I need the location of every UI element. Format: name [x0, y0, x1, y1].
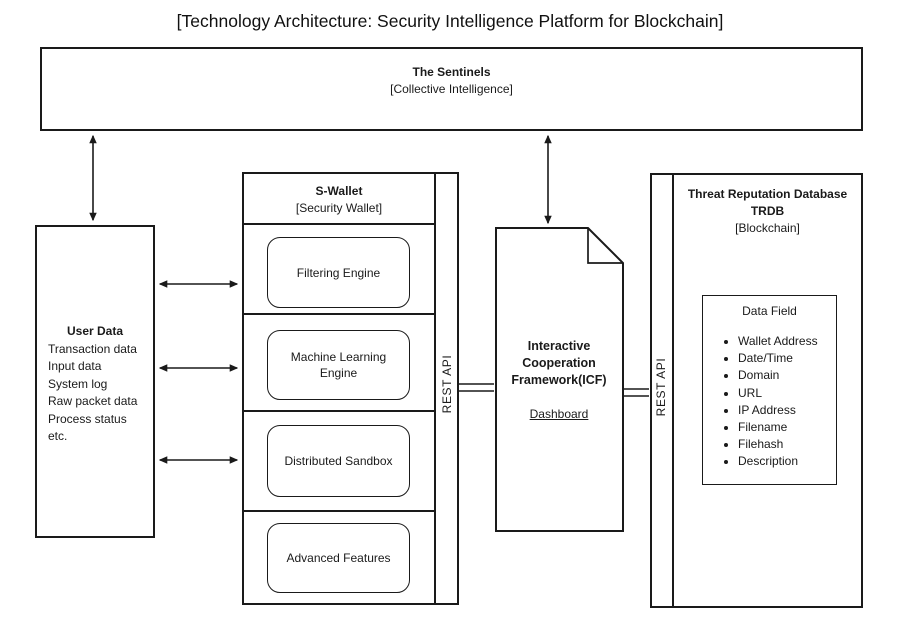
- data-field-item: Date/Time: [738, 350, 836, 367]
- diagram-title: [Technology Architecture: Security Intel…: [176, 11, 724, 31]
- sentinels-title: The Sentinels: [412, 65, 491, 79]
- icf-title-line: Framework(ICF): [511, 373, 607, 387]
- user-data-item: Input data: [48, 359, 102, 373]
- user-data-item: Process status: [48, 411, 127, 426]
- data-field-item: Domain: [738, 367, 836, 384]
- s-wallet-rest-api-label: REST API: [440, 354, 454, 414]
- s-wallet-header: S-Wallet [Security Wallet]: [244, 174, 434, 225]
- component-filtering-engine: Filtering Engine: [267, 237, 410, 308]
- data-field-item: URL: [738, 385, 836, 402]
- component-distributed-sandbox: Distributed Sandbox: [267, 425, 410, 497]
- dashboard-link[interactable]: Dashboard: [529, 407, 589, 421]
- trdb-box: REST API Threat Reputation Database TRDB…: [650, 173, 863, 608]
- connector-swallet-icf: [459, 383, 494, 392]
- trdb-header: Threat Reputation Database TRDB [Blockch…: [674, 175, 861, 606]
- s-wallet-main: S-Wallet [Security Wallet] Filtering Eng…: [244, 174, 436, 603]
- s-wallet-subtitle: [Security Wallet]: [295, 201, 383, 215]
- component-machine-learning-engine: Machine Learning Engine: [267, 330, 410, 400]
- trdb-subtitle: [Blockchain]: [735, 221, 800, 235]
- s-wallet-box: S-Wallet [Security Wallet] Filtering Eng…: [242, 172, 459, 605]
- trdb-rest-api-label: REST API: [654, 357, 668, 417]
- icf-title-line: Interactive: [527, 339, 591, 353]
- connector-icf-trdb: [624, 388, 649, 397]
- user-data-item: Raw packet data: [48, 394, 138, 408]
- icf-title-line: Cooperation: [522, 356, 596, 370]
- user-data-title: User Data: [66, 324, 124, 338]
- icf-box: Interactive Cooperation Framework(ICF) D…: [495, 228, 623, 423]
- data-field-item: Filename: [738, 419, 836, 436]
- user-data-item: Transaction data: [48, 341, 137, 356]
- s-wallet-section: Advanced Features: [244, 512, 434, 603]
- icf-document-shape: [495, 227, 624, 532]
- s-wallet-title: S-Wallet: [315, 184, 363, 198]
- data-field-box: Data Field Wallet Address Date/Time Doma…: [702, 295, 837, 485]
- trdb-title: Threat Reputation Database: [687, 187, 848, 201]
- data-field-item: Filehash: [738, 436, 836, 453]
- sentinels-subtitle: [Collective Intelligence]: [390, 82, 513, 96]
- s-wallet-section: Machine Learning Engine: [244, 315, 434, 412]
- trdb-acronym: TRDB: [750, 204, 785, 218]
- user-data-item: System log: [48, 376, 108, 391]
- sentinels-box: The Sentinels [Collective Intelligence]: [40, 47, 863, 131]
- s-wallet-section: Filtering Engine: [244, 225, 434, 315]
- data-field-item: Wallet Address: [738, 333, 836, 350]
- trdb-rest-api-column: REST API: [652, 175, 674, 606]
- data-field-item: Description: [738, 453, 836, 470]
- component-advanced-features: Advanced Features: [267, 523, 410, 593]
- user-data-box: User Data Transaction data Input data Sy…: [35, 225, 155, 538]
- data-field-item: IP Address: [738, 402, 836, 419]
- data-field-title: Data Field: [742, 304, 797, 318]
- s-wallet-rest-api-column: REST API: [436, 174, 457, 603]
- s-wallet-section: Distributed Sandbox: [244, 412, 434, 512]
- data-field-list: Wallet Address Date/Time Domain URL IP A…: [703, 333, 836, 471]
- user-data-item: etc.: [48, 429, 68, 443]
